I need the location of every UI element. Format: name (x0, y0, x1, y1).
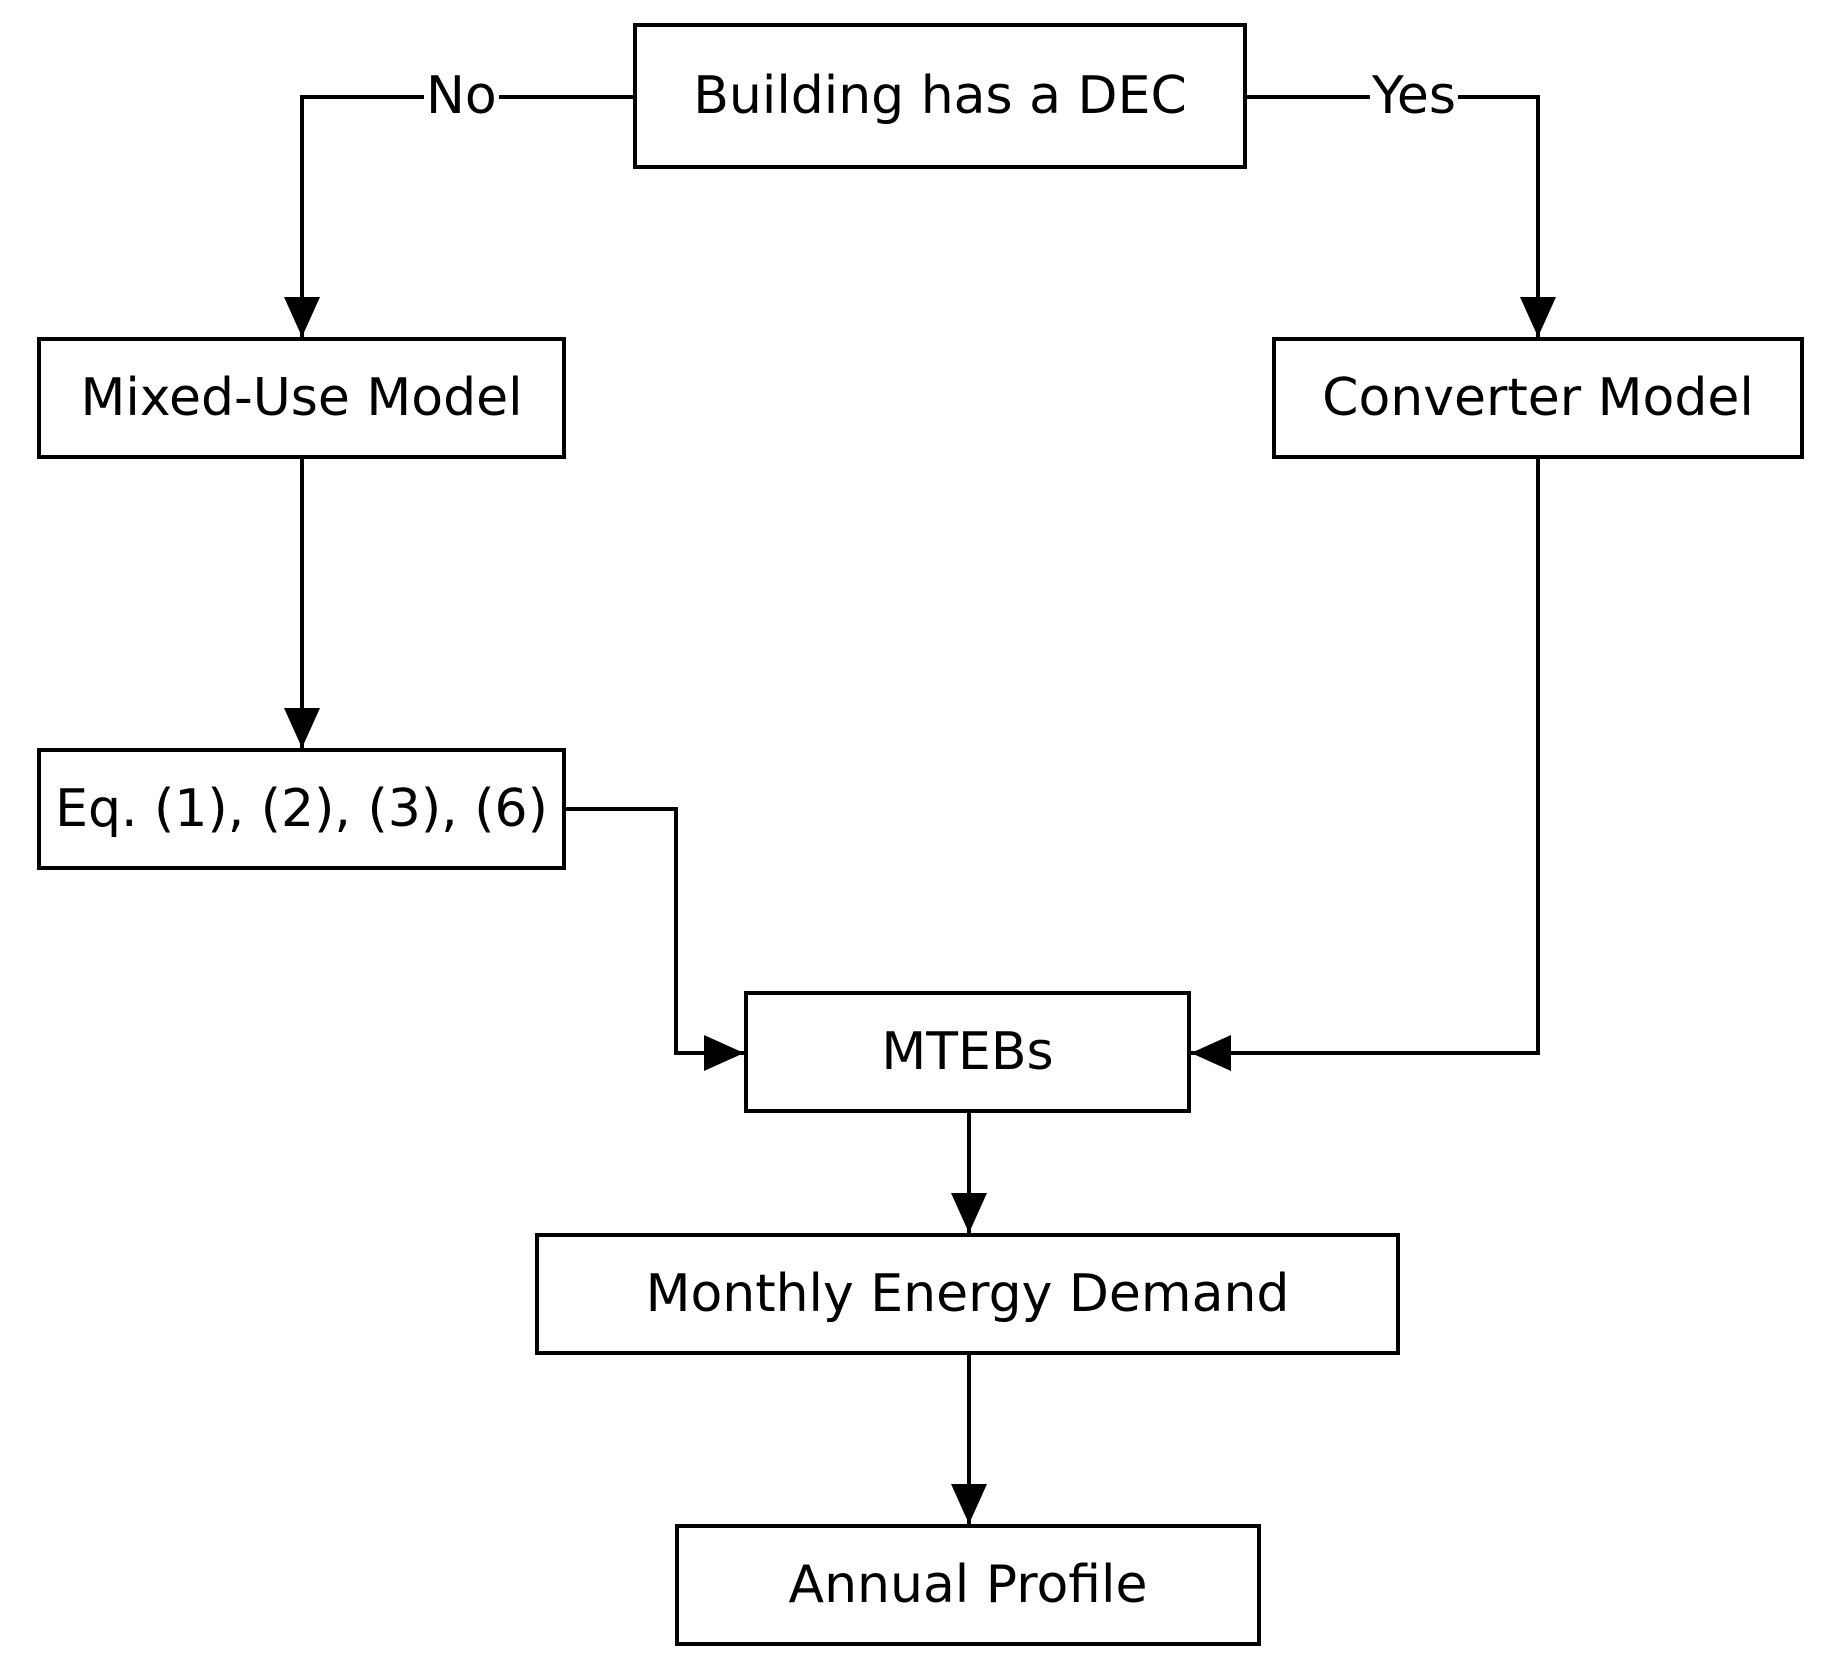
equations-node-label: Eq. (1), (2), (3), (6) (55, 779, 548, 839)
edge-equations-to-mtebs (565, 807, 744, 1071)
process-node-mixed-use-model: Mixed-Use Model (37, 337, 566, 459)
edge-yes-to-converter (1247, 95, 1556, 337)
process-node-monthly-energy-demand: Monthly Energy Demand (535, 1233, 1400, 1355)
edge-label-yes: Yes (1370, 66, 1458, 126)
edge-no-to-mixed-use (284, 95, 633, 337)
edge-label-no: No (424, 66, 499, 126)
converter-node-label: Converter Model (1322, 368, 1754, 428)
monthly-node-label: Monthly Energy Demand (645, 1264, 1290, 1324)
decision-node-building-has-dec: Building has a DEC (633, 23, 1247, 169)
process-node-annual-profile: Annual Profile (675, 1524, 1261, 1646)
annual-node-label: Annual Profile (788, 1555, 1148, 1615)
process-node-converter-model: Converter Model (1272, 337, 1804, 459)
mtebs-node-label: MTEBs (881, 1022, 1054, 1082)
decision-node-label: Building has a DEC (693, 66, 1187, 126)
mixed-use-node-label: Mixed-Use Model (80, 368, 523, 428)
process-node-mtebs: MTEBs (744, 991, 1191, 1113)
process-node-equations: Eq. (1), (2), (3), (6) (37, 748, 566, 870)
edge-converter-to-mtebs (1191, 459, 1540, 1071)
